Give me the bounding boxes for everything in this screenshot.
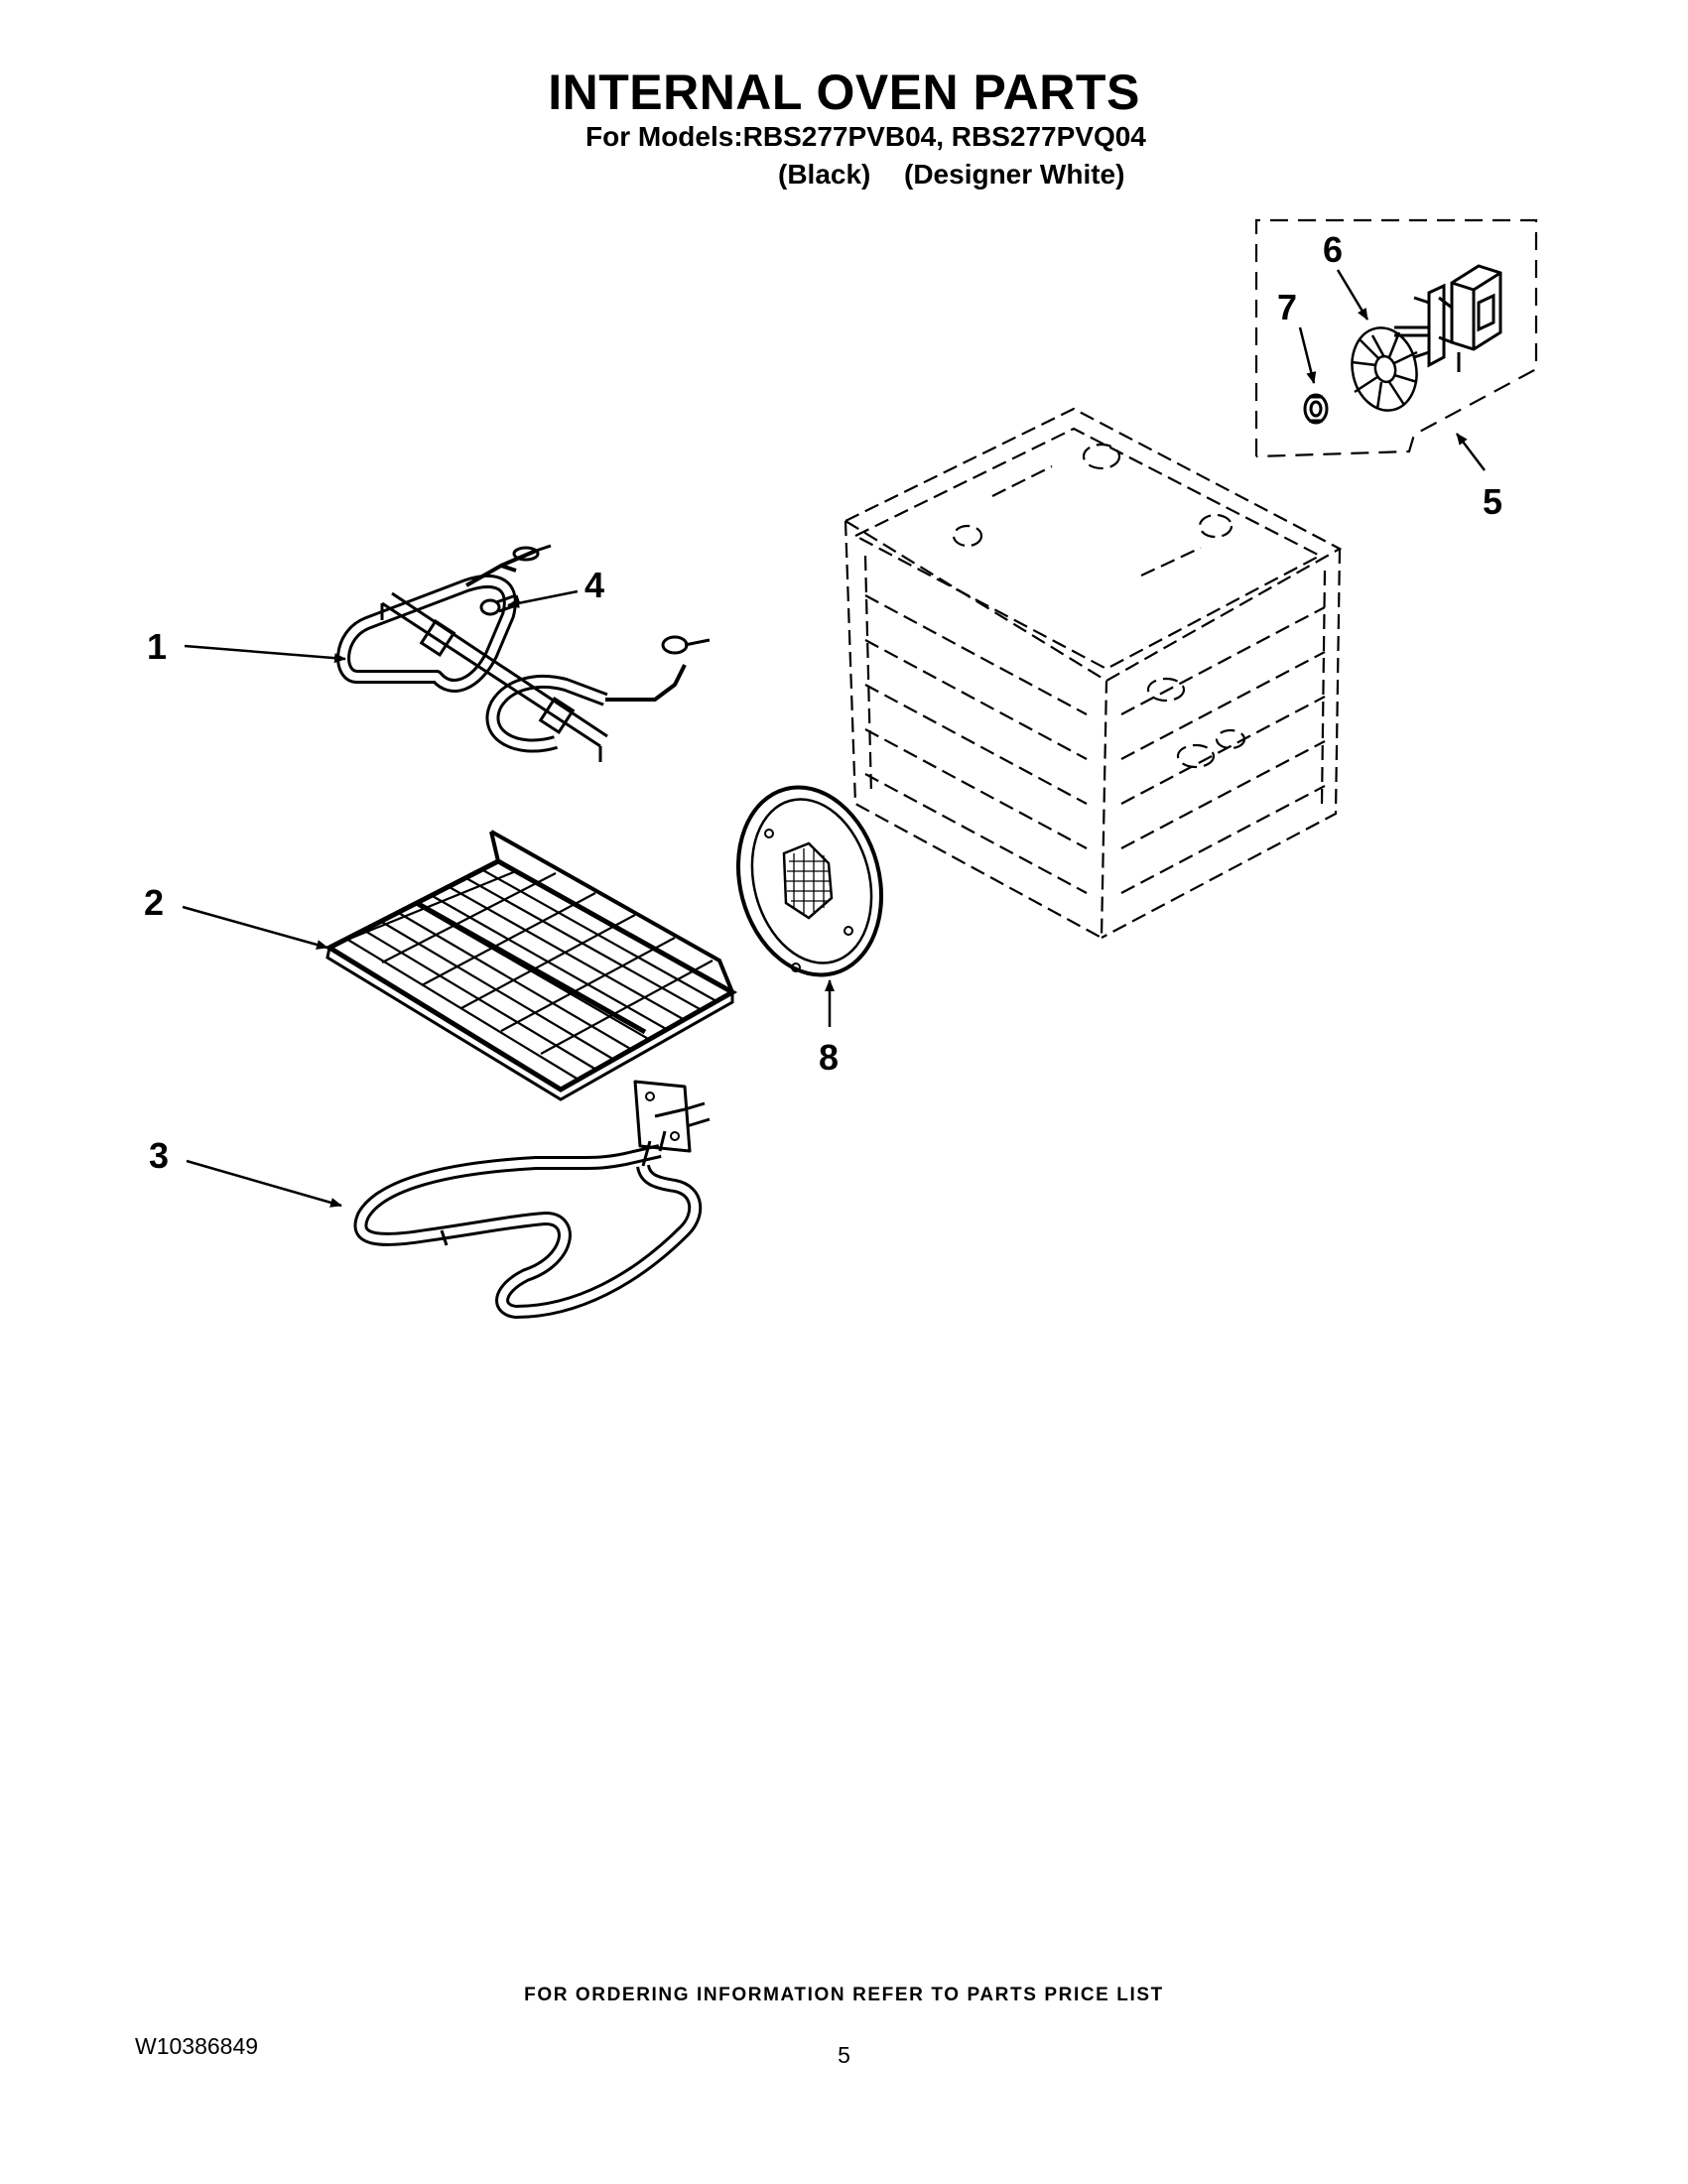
fan-nut [1303, 393, 1329, 425]
callout-6: 6 [1323, 229, 1343, 270]
variant-black-label: (Black) [778, 159, 871, 190]
page-number: 5 [838, 2042, 850, 2068]
leader-arrow-6 [1336, 269, 1369, 321]
page-title: INTERNAL OVEN PARTS [548, 64, 1140, 120]
callout-4: 4 [584, 565, 604, 605]
convection-fan-blade [1351, 326, 1418, 412]
leader-arrow-2 [182, 905, 328, 950]
variant-designer-white-label: (Designer White) [904, 159, 1125, 190]
oven-rack [324, 830, 738, 1101]
leader-arrow-3 [186, 1159, 342, 1208]
leader-arrow-4 [507, 589, 579, 608]
oven-cavity-outline [843, 407, 1343, 940]
fan-motor-assembly-box [1254, 218, 1538, 458]
convection-fan-motor [1394, 264, 1502, 372]
document-number: W10386849 [135, 2033, 259, 2059]
callout-3: 3 [149, 1135, 169, 1176]
leader-arrow-1 [184, 644, 346, 664]
leader-arrow-7 [1298, 326, 1317, 384]
ordering-info-note: FOR ORDERING INFORMATION REFER TO PARTS … [524, 1985, 1164, 2005]
broil-element [336, 544, 711, 762]
callout-1: 1 [147, 626, 167, 667]
leader-arrow-5 [1456, 433, 1486, 471]
callout-7: 7 [1277, 287, 1297, 327]
bake-element [353, 1080, 711, 1319]
callout-2: 2 [144, 882, 164, 923]
fan-cover [735, 785, 884, 977]
callout-5: 5 [1483, 481, 1502, 522]
callout-8: 8 [819, 1037, 839, 1078]
models-line: For Models:RBS277PVB04, RBS277PVQ04 [585, 121, 1146, 152]
